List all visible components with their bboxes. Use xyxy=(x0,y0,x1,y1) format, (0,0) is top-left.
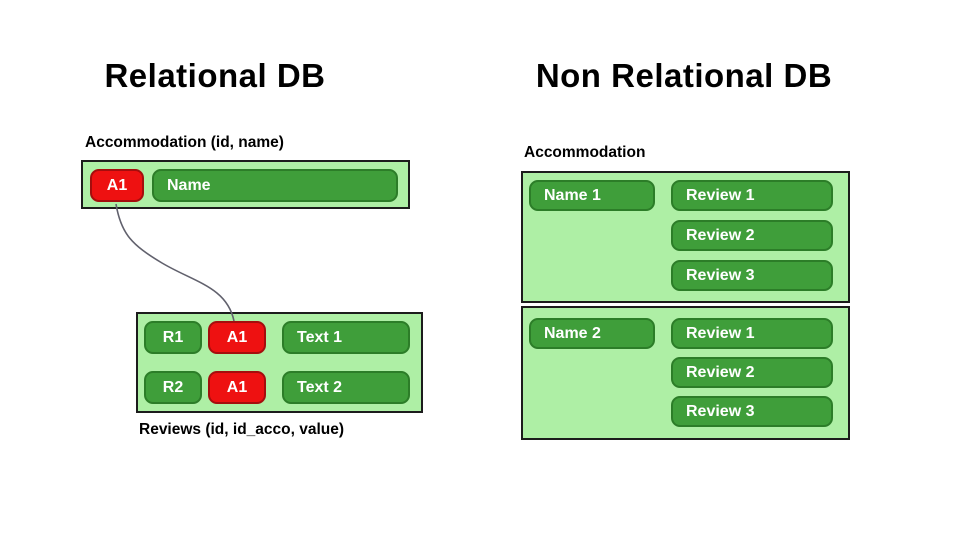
review-row2-value-cell: Text 2 xyxy=(282,371,410,404)
collection-label: Accommodation xyxy=(524,144,646,161)
document-card-2: Name 2 Review 1 Review 2 Review 3 xyxy=(521,306,850,440)
accommodation-name-cell: Name xyxy=(152,169,398,202)
document2-review3-cell: Review 3 xyxy=(671,396,833,427)
document2-name-cell: Name 2 xyxy=(529,318,655,349)
review-row2-id-cell: R2 xyxy=(144,371,202,404)
review-row1-foreign-key-cell: A1 xyxy=(208,321,266,354)
relational-db-title: Relational DB xyxy=(104,57,326,94)
accommodation-table-label: Accommodation (id, name) xyxy=(85,134,284,151)
document1-name-cell: Name 1 xyxy=(529,180,655,211)
document1-review3-cell: Review 3 xyxy=(671,260,833,291)
document2-review1-cell: Review 1 xyxy=(671,318,833,349)
review-row1-value-cell: Text 1 xyxy=(282,321,410,354)
reviews-table: R1 A1 Text 1 R2 A1 Text 2 xyxy=(136,312,423,413)
non-relational-db-title: Non Relational DB xyxy=(535,57,833,94)
reviews-table-label: Reviews (id, id_acco, value) xyxy=(139,421,345,438)
document1-review2-cell: Review 2 xyxy=(671,220,833,251)
review-row1-id-cell: R1 xyxy=(144,321,202,354)
document2-review2-cell: Review 2 xyxy=(671,357,833,388)
document-card-1: Name 1 Review 1 Review 2 Review 3 xyxy=(521,171,850,303)
accommodation-table: A1 Name xyxy=(81,160,410,209)
accommodation-id-cell: A1 xyxy=(90,169,144,202)
document1-review1-cell: Review 1 xyxy=(671,180,833,211)
review-row2-foreign-key-cell: A1 xyxy=(208,371,266,404)
